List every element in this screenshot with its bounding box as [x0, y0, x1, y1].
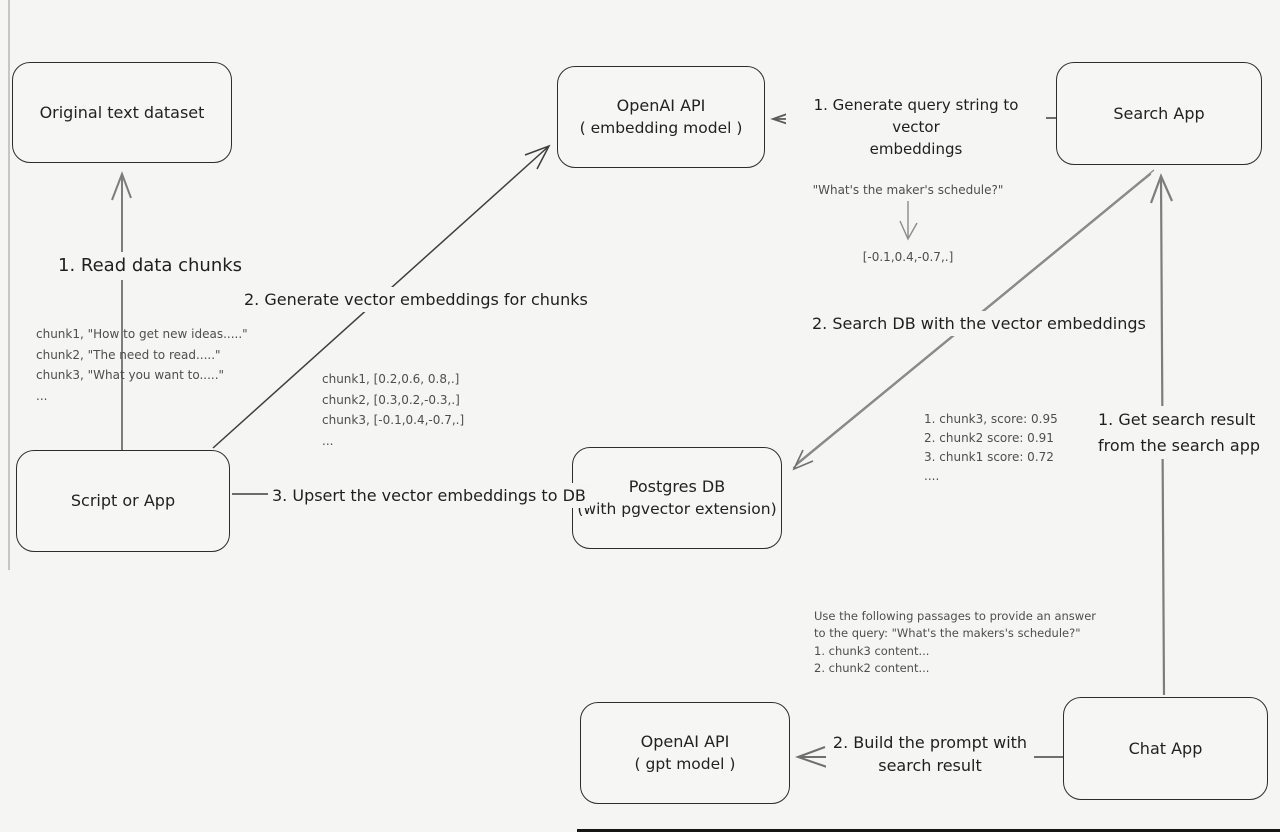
annotation-line: chunk2, [0.3,0.2,-0.3,.]	[322, 392, 460, 407]
node-label: Postgres DB	[628, 477, 726, 497]
annotation-query-string: "What's the maker's schedule?"	[812, 183, 1004, 197]
annotation-line: 2. chunk2 content...	[814, 661, 930, 676]
annotation-line: 2. chunk2 score: 0.91	[924, 430, 1054, 445]
bottom-border-bar	[577, 829, 1280, 832]
node-postgres-db: Postgres DB (with pgvector extension)	[572, 447, 782, 549]
annotation-line: chunk3, [-0.1,0.4,-0.7,.]	[322, 413, 465, 428]
node-label: OpenAI API	[616, 96, 706, 116]
node-label: Chat App	[1128, 738, 1203, 758]
annotation-line: ...	[36, 388, 48, 403]
node-openai-api-gpt: OpenAI API ( gpt model )	[580, 702, 790, 804]
annotation-line: Use the following passages to provide an…	[814, 609, 1096, 623]
node-label: OpenAI API	[640, 732, 730, 752]
canvas-edge-line	[8, 0, 10, 570]
node-sublabel: ( embedding model )	[579, 119, 743, 138]
edge-label-line: 2. Build the prompt with	[832, 733, 1028, 752]
annotation-prompt-example: Use the following passages to provide an…	[814, 608, 1096, 678]
arrowhead-get-search-result	[1149, 173, 1174, 204]
annotation-line: chunk3, "What you want to....."	[36, 368, 225, 383]
node-script-or-app: Script or App	[16, 450, 230, 552]
arrowhead-search-db	[792, 449, 814, 471]
annotation-line: 3. chunk1 score: 0.72	[924, 449, 1054, 464]
arrowhead-build-prompt	[795, 746, 828, 768]
node-search-app: Search App	[1056, 62, 1262, 165]
annotation-chunk-vectors: chunk1, [0.2,0.6, 0.8,.] chunk2, [0.3,0.…	[322, 369, 464, 452]
annotation-line: ...	[322, 433, 334, 448]
annotation-line: 1. chunk3 content...	[814, 643, 930, 658]
node-original-text-dataset: Original text dataset	[12, 62, 232, 163]
annotation-line: chunk1, "How to get new ideas....."	[36, 327, 248, 341]
annotation-line: ....	[924, 468, 940, 483]
edge-label-generate-embeddings: 2. Generate vector embeddings for chunks	[240, 287, 592, 313]
edge-label-line: embeddings	[869, 139, 963, 158]
arrowhead-generate-embeddings	[524, 144, 551, 170]
edge-label-read-chunks: 1. Read data chunks	[54, 252, 247, 281]
arrowhead-query-example	[899, 220, 918, 241]
edge-label-line: from the search app	[1098, 435, 1261, 455]
node-label: Script or App	[70, 491, 176, 511]
edge-label-line: 1. Get search result	[1098, 410, 1256, 429]
edge-label-get-search-result: 1. Get search result from the search app	[1094, 406, 1265, 460]
edge-label-search-db: 2. Search DB with the vector embeddings	[808, 311, 1150, 337]
node-openai-api-embedding: OpenAI API ( embedding model )	[557, 66, 765, 168]
node-chat-app: Chat App	[1063, 697, 1268, 800]
edge-label-query-to-vector: 1. Generate query string to vector embed…	[786, 94, 1046, 162]
edge-label-line: search result	[878, 756, 982, 776]
annotation-query-vector: [-0.1,0.4,-0.7,.]	[862, 250, 954, 264]
annotation-line: chunk2, "The need to read....."	[36, 347, 221, 362]
node-sublabel: (with pgvector extension)	[577, 500, 777, 519]
node-sublabel: ( gpt model )	[634, 755, 736, 774]
annotation-line: chunk1, [0.2,0.6, 0.8,.]	[322, 372, 460, 386]
annotation-line: 1. chunk3, score: 0.95	[924, 412, 1058, 426]
edge-label-upsert: 3. Upsert the vector embeddings to DB	[268, 483, 590, 509]
edge-label-line: 1. Generate query string to vector	[813, 96, 1019, 136]
annotation-chunk-texts: chunk1, "How to get new ideas....." chun…	[36, 324, 248, 407]
annotation-line: to the query: "What's the makers's sched…	[814, 626, 1081, 641]
node-label: Original text dataset	[39, 102, 205, 122]
edge-label-build-prompt: 2. Build the prompt with search result	[826, 730, 1034, 779]
annotation-search-scores: 1. chunk3, score: 0.95 2. chunk2 score: …	[924, 410, 1058, 486]
node-label: Search App	[1113, 103, 1205, 123]
arrowhead-read-chunks	[111, 171, 132, 201]
